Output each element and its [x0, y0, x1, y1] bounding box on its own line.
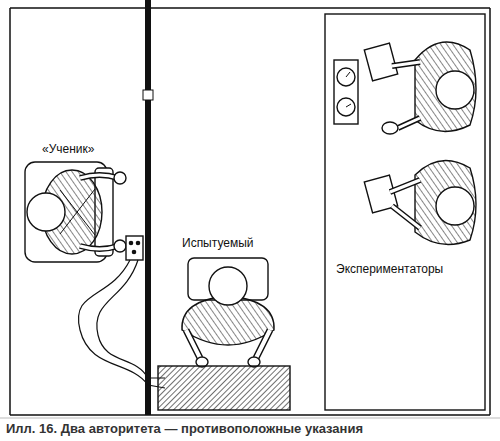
caption: Илл. 16. Два авторитета — противоположны…: [6, 421, 363, 437]
partition-wall: [145, 0, 151, 415]
caption-rule: [0, 418, 500, 419]
learner-figure: [25, 162, 143, 262]
figure-label: Испытуемый: [180, 236, 256, 250]
wires: [78, 260, 165, 388]
subject-figure: [158, 258, 290, 410]
figure-label: «Ученик»: [40, 142, 96, 156]
figure-label: Экспериментаторы: [334, 262, 445, 276]
experimenters-figure: [325, 14, 485, 410]
wall-mark: [143, 90, 153, 100]
room-walls: [10, 8, 490, 415]
